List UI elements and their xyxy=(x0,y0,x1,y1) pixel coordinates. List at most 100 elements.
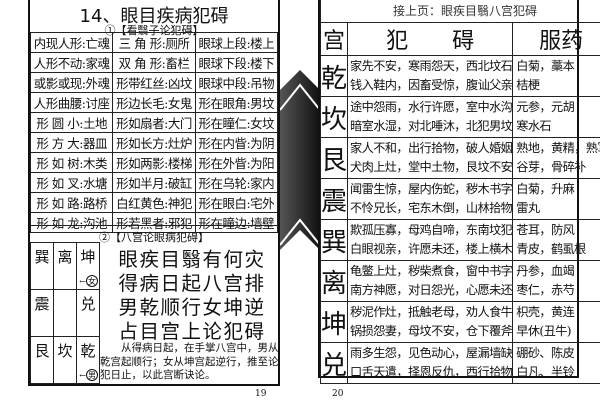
table-row: 形 如 树:木类形如两影:楼梯形在外眥:为阳 xyxy=(29,152,279,173)
table-row: 震闻雷生惊，屋内伤蛇，秽木书字不怜兄长，宅东木倒，山林拾物白菊，升麻雷丸 xyxy=(319,178,600,220)
palace-cell: 坎 xyxy=(319,96,349,138)
table-row: 兑雨多生怨，见色动心，屋漏墙缺口舌天遣，择恩反仇，西行拾物硼砂、陈皮白凡、半铃 xyxy=(319,342,600,384)
table-cell: 双 角 形:畜栏 xyxy=(112,52,196,73)
palace-label: 巽 xyxy=(34,248,50,266)
cell-line: 不怜兄长，宅东木倒，山林拾物 xyxy=(350,201,513,215)
medicine-cell: 枳壳，黄连早休(丑牛) xyxy=(512,301,600,343)
arrow-left-icon: ← xyxy=(79,371,86,380)
table-cell: 形在内眥:为阴 xyxy=(194,132,279,153)
medicine-cell: 元参，元胡寒水石 xyxy=(512,96,600,138)
cell-line: 枣仁，赤芍 xyxy=(516,283,575,297)
cell-line: 桔梗 xyxy=(516,78,540,92)
offense-cell: 家先不安，寒雨怨天，西北坟石钱入鞋内，因畜受惊，腹讪父亲 xyxy=(347,55,514,97)
right-page: 接上页：眼疾目翳八宫犯碍 宫 犯 碍 服药 乾家先不安，寒雨怨天，西北坟石钱入鞋… xyxy=(318,0,600,384)
palace-cell: 艮 xyxy=(319,137,349,179)
medicine-cell: 硼砂、陈皮白凡、半铃 xyxy=(512,342,600,384)
table-row: 乾家先不安，寒雨怨天，西北坟石钱入鞋内，因畜受惊，腹讪父亲白菊，藁本桔梗 xyxy=(319,55,600,97)
poem-line: 眼疾目翳有何灾 xyxy=(118,248,266,271)
cell-line: 白菊，藁本 xyxy=(516,59,575,73)
palace-label: 离 xyxy=(57,248,73,266)
table-row: 形 如 叉:水塘形如半月:破缸形在乌轮:家内 xyxy=(29,172,279,193)
table-cell: 形在眼白:宅外 xyxy=(194,192,279,213)
cell-line: 口舌天遣，择恩反仇，西行拾物 xyxy=(350,365,513,379)
table-cell: 形在瞳边:墙壁 xyxy=(194,212,279,233)
bagua-cell: 艮 xyxy=(30,336,54,384)
table-row: 或影或现:外魂形带红丝:凶坟眼球中段:吊物 xyxy=(29,72,279,93)
table-row: 人形不动:家魂双 角 形:畜栏眼球下段:楼下 xyxy=(29,52,279,73)
cell-line: 硼砂、陈皮 xyxy=(516,346,575,360)
table-cell: 形如长方:灶炉 xyxy=(112,132,196,153)
table-cell: 形带红丝:凶坟 xyxy=(112,72,196,93)
cell-line: 犬肉上灶，堂中土物，艮坟不安 xyxy=(350,160,513,174)
palace-label: 艮 xyxy=(34,342,50,360)
cell-line: 秽泥作灶，抵触老母，劝人食牛 xyxy=(350,305,513,319)
cell-line: 途中怨雨，水行许愿，室中水沟 xyxy=(350,100,513,114)
cell-line: 雨多生怨，见色动心，屋漏墙缺 xyxy=(350,346,513,360)
cell-line: 白凡、半铃 xyxy=(516,365,575,379)
table-cell: 形若黑者:邪犯 xyxy=(112,212,196,233)
medicine-cell: 熟地，黄精，熟军谷芽，骨碎补 xyxy=(512,137,600,179)
table-cell: 形在瞳仁:女坟 xyxy=(194,112,279,133)
table-cell: 内现人形:亡魂 xyxy=(29,32,114,53)
palace-cell: 乾 xyxy=(319,55,349,97)
offense-cell: 雨多生怨，见色动心，屋漏墙缺口舌天遣，择恩反仇，西行拾物 xyxy=(347,342,514,384)
table-cell: 人形曲腰:讨座 xyxy=(29,92,114,113)
explanation-note: 从得病日起，在手掌八宫中，男从乾宫起顺行；女从坤宫起逆行，推至论犯日止，以此宫断… xyxy=(100,342,279,381)
page-number: 20 xyxy=(332,389,344,399)
column-header: 犯 碍 xyxy=(347,22,514,56)
bagua-cell: 兑 xyxy=(76,289,100,337)
male-start-marker: ←男 xyxy=(79,369,98,381)
table-cell: 形如两影:楼梯 xyxy=(112,152,196,173)
table-row: 巽欺孤压寡，母鸡自啼，东南坟犯白眼视亲，许愿未还，楼上横木苍耳，防风青皮，鹤虱根 xyxy=(319,219,600,261)
page-number: 19 xyxy=(255,389,267,399)
cell-line: 寒水石 xyxy=(516,119,552,133)
table-header: 接上页：眼疾目翳八宫犯碍 xyxy=(320,0,600,23)
cell-line: 熟地，黄精，熟军 xyxy=(516,141,600,155)
poem-line: 得病日起八宫排 xyxy=(118,272,266,295)
table-cell: 形 如 路:路桥 xyxy=(29,192,114,213)
column-header: 宫 xyxy=(319,22,349,56)
section-heading: ②【八宫论眼病犯碍】 xyxy=(30,225,278,245)
bagua-cell: 巽 xyxy=(30,242,54,290)
cell-line: 枳壳，黄连 xyxy=(516,305,575,319)
cell-line: 早休(丑牛) xyxy=(516,324,571,338)
palace-cell: 巽 xyxy=(319,219,349,261)
cell-line: 青皮，鹤虱根 xyxy=(516,242,586,256)
table-cell: 或影或现:外魂 xyxy=(29,72,114,93)
medicine-cell: 白菊，升麻雷丸 xyxy=(512,178,600,220)
table-cell: 形 方 大:器皿 xyxy=(29,132,114,153)
gender-circle: 女 xyxy=(86,275,98,287)
table-cell: 形在乌轮:家内 xyxy=(194,172,279,193)
table-row: 形 如 龙:沟池形若黑者:邪犯形在瞳边:墙壁 xyxy=(29,212,279,233)
column-header: 服药 xyxy=(512,22,600,56)
table-cell: 形如扇者:大门 xyxy=(112,112,196,133)
bagua-cell: 坤←女 xyxy=(76,242,100,290)
left-page: 14、眼目疾病犯碍 ①【看翳子论犯碍】 内现人形:亡魂三 角 形:厕所眼球上段:… xyxy=(28,0,280,386)
palace-label: 坤 xyxy=(80,248,96,266)
bagua-cell: 震 xyxy=(30,289,54,337)
cell-line: 龟鳖上灶，秽柴煮食，窗中书字 xyxy=(350,264,513,278)
medicine-cell: 白菊，藁本桔梗 xyxy=(512,55,600,97)
table-cell: 形边长毛:女鬼 xyxy=(112,92,196,113)
cell-line: 家人不和，出行拾物，破人婚姻 xyxy=(350,141,513,155)
palace-cell: 离 xyxy=(319,260,349,302)
medicine-cell: 苍耳，防风青皮，鹤虱根 xyxy=(512,219,600,261)
table-row: 人形曲腰:讨座形边长毛:女鬼形在眼角:男坟 xyxy=(29,92,279,113)
table-cell: 形 如 龙:沟池 xyxy=(29,212,114,233)
table-cell: 形在眼角:男坟 xyxy=(194,92,279,113)
palace-label: 震 xyxy=(34,295,50,313)
table-cell: 人形不动:家魂 xyxy=(29,52,114,73)
poem-line: 男乾顺行女坤逆 xyxy=(118,296,266,319)
table-cell: 形 如 树:木类 xyxy=(29,152,114,173)
medicine-cell: 丹参，血竭枣仁，赤芍 xyxy=(512,260,600,302)
palace-label: 兑 xyxy=(80,295,96,313)
poem-line: 占目宫上论犯碍 xyxy=(118,320,266,343)
table-row: 离龟鳖上灶，秽柴煮食，窗中书字南方神愿，对日怨光，心愿未还丹参，血竭枣仁，赤芍 xyxy=(319,260,600,302)
page-title: 14、眼目疾病犯碍 xyxy=(79,6,229,27)
table-row: 形 方 大:器皿形如长方:灶炉形在内眥:为阴 xyxy=(29,132,279,153)
table-cell: 眼球中段:吊物 xyxy=(194,72,279,93)
table-cell: 形在外眥:为阳 xyxy=(194,152,279,173)
cell-line: 苍耳，防风 xyxy=(516,223,575,237)
table-row: 内现人形:亡魂三 角 形:厕所眼球上段:楼上 xyxy=(29,32,279,53)
table-cell: 眼球下段:楼下 xyxy=(194,52,279,73)
